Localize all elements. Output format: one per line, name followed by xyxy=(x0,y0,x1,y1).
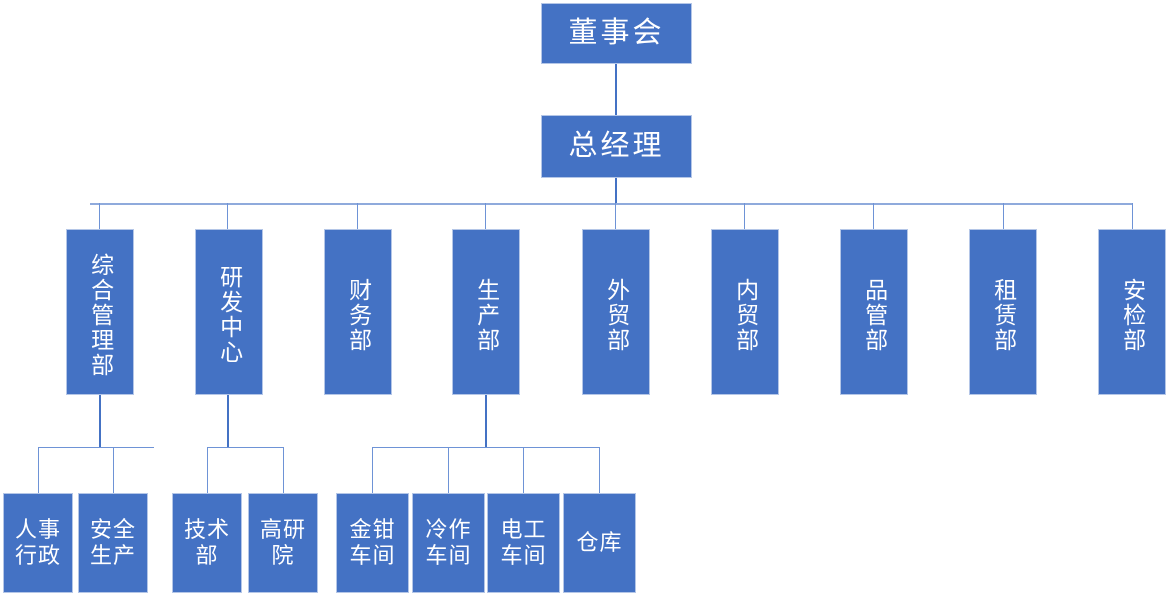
connector-drop-advanced-research xyxy=(283,447,284,493)
node-unit-electrical-workshop[interactable]: 电工 车间 xyxy=(487,493,560,593)
connector-drop-hr-admin xyxy=(38,447,39,493)
node-unit-cold-work-workshop[interactable]: 冷作 车间 xyxy=(412,493,485,593)
node-unit-safety-production[interactable]: 安全 生产 xyxy=(78,493,148,593)
node-unit-safety-production-label: 安全 生产 xyxy=(89,517,136,568)
connector-drop-dept-3 xyxy=(357,203,358,229)
connector-production-stem xyxy=(485,395,487,447)
node-unit-electrical-workshop-label: 电工 车间 xyxy=(500,517,547,568)
connector-drop-metal-fitting xyxy=(372,447,373,493)
connector-drop-dept-5 xyxy=(615,203,616,229)
connector-drop-dept-6 xyxy=(744,203,745,229)
node-dept-rd-center[interactable]: 研发中心 xyxy=(195,229,263,395)
node-unit-hr-admin-label: 人事 行政 xyxy=(14,517,61,568)
connector-drop-technology xyxy=(207,447,208,493)
connector-general-management-stem xyxy=(99,395,101,447)
connector-rd-center-bus xyxy=(207,447,284,448)
node-board-label: 董事会 xyxy=(568,17,665,50)
node-dept-leasing[interactable]: 租赁部 xyxy=(969,229,1037,395)
node-dept-rd-center-label: 研发中心 xyxy=(216,265,243,365)
node-unit-technology-label: 技术 部 xyxy=(183,517,230,568)
connector-drop-electrical xyxy=(523,447,524,493)
node-dept-safety-inspection-label: 安检部 xyxy=(1119,277,1146,353)
connector-board-to-gm xyxy=(615,64,617,115)
node-dept-general-management-label: 综合管理部 xyxy=(87,252,114,378)
connector-drop-dept-4 xyxy=(485,203,486,229)
node-dept-general-management[interactable]: 综合管理部 xyxy=(66,229,134,395)
connector-drop-dept-7 xyxy=(873,203,874,229)
connector-drop-dept-1 xyxy=(99,203,100,229)
node-dept-production-label: 生产部 xyxy=(473,277,500,353)
node-dept-finance-label: 财务部 xyxy=(345,277,372,353)
node-unit-metal-fitting-workshop-label: 金钳 车间 xyxy=(349,517,396,568)
node-dept-safety-inspection[interactable]: 安检部 xyxy=(1098,229,1166,395)
node-dept-domestic-trade[interactable]: 内贸部 xyxy=(711,229,779,395)
node-unit-technology[interactable]: 技术 部 xyxy=(172,493,242,593)
connector-drop-warehouse xyxy=(599,447,600,493)
connector-drop-safety-production xyxy=(113,447,114,493)
node-dept-quality-control[interactable]: 品管部 xyxy=(840,229,908,395)
node-unit-advanced-research-label: 高研 院 xyxy=(259,517,306,568)
connector-main-bus xyxy=(90,203,1133,205)
connector-general-management-bus xyxy=(38,447,154,448)
node-dept-domestic-trade-label: 内贸部 xyxy=(732,277,759,353)
node-unit-metal-fitting-workshop[interactable]: 金钳 车间 xyxy=(336,493,409,593)
connector-drop-dept-9 xyxy=(1132,203,1133,229)
node-general-manager-label: 总经理 xyxy=(568,130,665,163)
node-unit-advanced-research[interactable]: 高研 院 xyxy=(248,493,318,593)
connector-gm-to-bus xyxy=(615,178,617,204)
connector-rd-center-stem xyxy=(227,395,229,447)
connector-drop-cold-work xyxy=(448,447,449,493)
node-general-manager[interactable]: 总经理 xyxy=(541,115,692,178)
node-unit-hr-admin[interactable]: 人事 行政 xyxy=(3,493,73,593)
node-board-of-directors[interactable]: 董事会 xyxy=(541,3,692,64)
node-dept-production[interactable]: 生产部 xyxy=(452,229,520,395)
connector-drop-dept-2 xyxy=(227,203,228,229)
connector-drop-dept-8 xyxy=(1003,203,1004,229)
node-dept-foreign-trade-label: 外贸部 xyxy=(603,277,630,353)
node-dept-finance[interactable]: 财务部 xyxy=(324,229,392,395)
connector-production-bus xyxy=(372,447,600,448)
node-dept-foreign-trade[interactable]: 外贸部 xyxy=(582,229,650,395)
node-unit-warehouse[interactable]: 仓库 xyxy=(563,493,636,593)
node-dept-leasing-label: 租赁部 xyxy=(990,277,1017,353)
node-unit-warehouse-label: 仓库 xyxy=(576,530,623,556)
node-dept-quality-control-label: 品管部 xyxy=(861,277,888,353)
node-unit-cold-work-workshop-label: 冷作 车间 xyxy=(425,517,472,568)
